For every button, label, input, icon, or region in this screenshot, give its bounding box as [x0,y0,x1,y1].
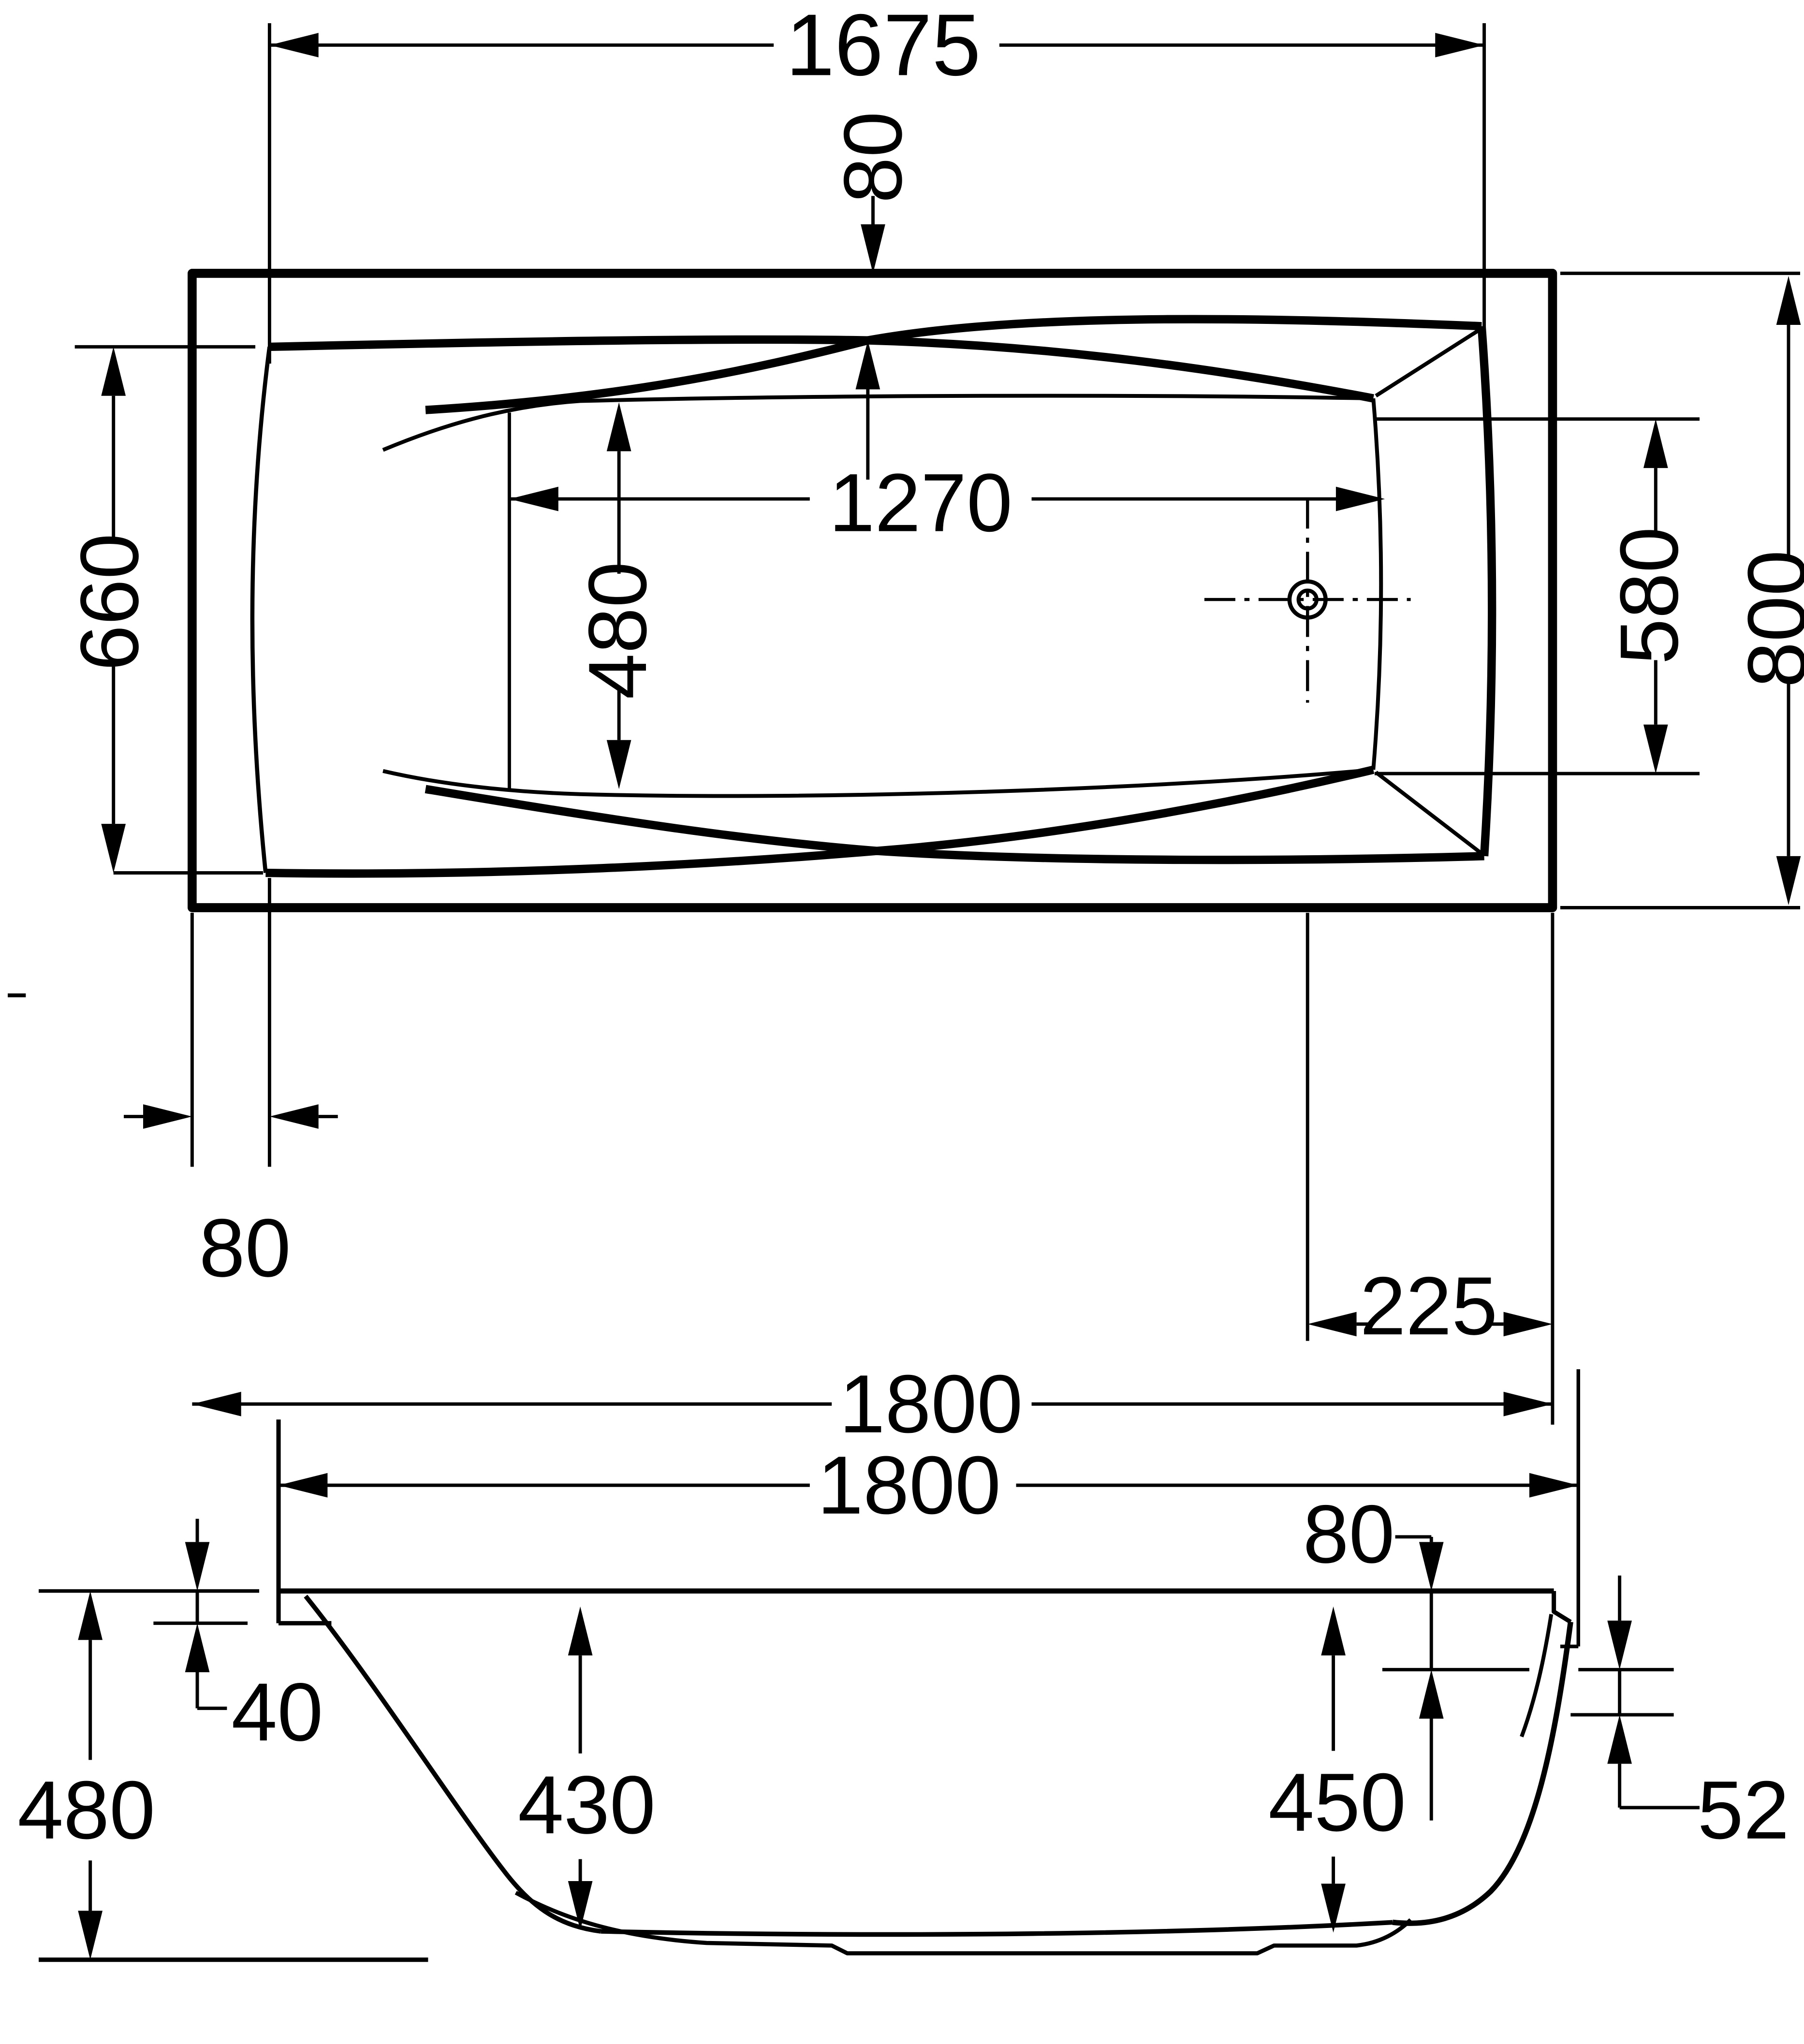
rim-right-arc [1477,326,1496,857]
dim-ledge-drop-right: 80 [1303,1488,1529,1821]
top-view: 1675 80 660 1270 [8,0,1804,1450]
dim-label: 450 [1268,1756,1406,1849]
dim-drain-offset: 225 [1305,913,1553,1352]
backrest-slope [304,1594,601,1934]
dim-label: 80 [1303,1488,1395,1580]
dim-label: 225 [1360,1260,1498,1352]
shell-underside [514,1891,1412,1956]
dim-label: 1800 [817,1439,1001,1532]
dim-floor-length: 1270 [507,412,1385,789]
dim-depth-right: 450 [1268,1606,1406,1933]
dim-label: 480 [572,562,664,700]
dim-label: 1270 [829,457,1012,549]
rim-top-edge-right [425,315,1482,414]
dim-rim-length: 1675 [267,0,1486,364]
dim-label: 1800 [839,1358,1023,1450]
rim-left-arc [250,346,272,873]
dim-rim-inset-top: 80 [827,111,919,480]
dim-label: 480 [17,1764,155,1856]
dim-label: 80 [827,111,919,203]
dim-rim-drop-left: 40 [153,1518,323,1758]
basin-top-edge [382,394,1374,452]
dim-rim-inset-left: 80 [124,878,338,1294]
dim-label: 660 [63,533,156,671]
dim-label: 40 [231,1666,323,1758]
slope-edge-top-right [1375,328,1481,398]
side-view: 1800 40 480 430 [17,1369,1789,1962]
dim-overall-width: 800 [1560,271,1804,909]
dim-label: 1675 [786,0,981,94]
dim-label: 430 [518,1759,656,1851]
dim-label: 580 [1603,527,1695,665]
right-lip-inner [1520,1614,1554,1737]
dim-overall-height: 480 [17,1591,155,1960]
dim-depth-left: 430 [518,1606,656,1930]
dim-side-overall-length: 1800 [279,1439,1579,1532]
dim-label: 800 [1731,550,1804,688]
rim-bottom-edge-right [425,785,1484,864]
tub-outer-outline [188,269,1557,912]
dim-overall-length: 1800 [192,913,1555,1450]
dim-label: 80 [199,1202,291,1294]
dim-inner-width-left: 660 [63,345,264,875]
dim-rim-drop-right: 52 [1570,1575,1789,1856]
basin-bottom-edge [382,768,1374,798]
right-wall-curve [1392,1621,1573,1926]
slope-edge-bottom-right [1375,771,1483,855]
drain-icon [1204,497,1411,703]
right-rim-step [1552,1591,1572,1624]
basin-right-arc [1371,398,1383,770]
dim-inner-width-right: 580 [1374,417,1700,775]
inner-floor-line [601,1920,1393,1937]
dim-floor-width: 480 [572,402,664,789]
dim-label: 52 [1698,1764,1789,1856]
